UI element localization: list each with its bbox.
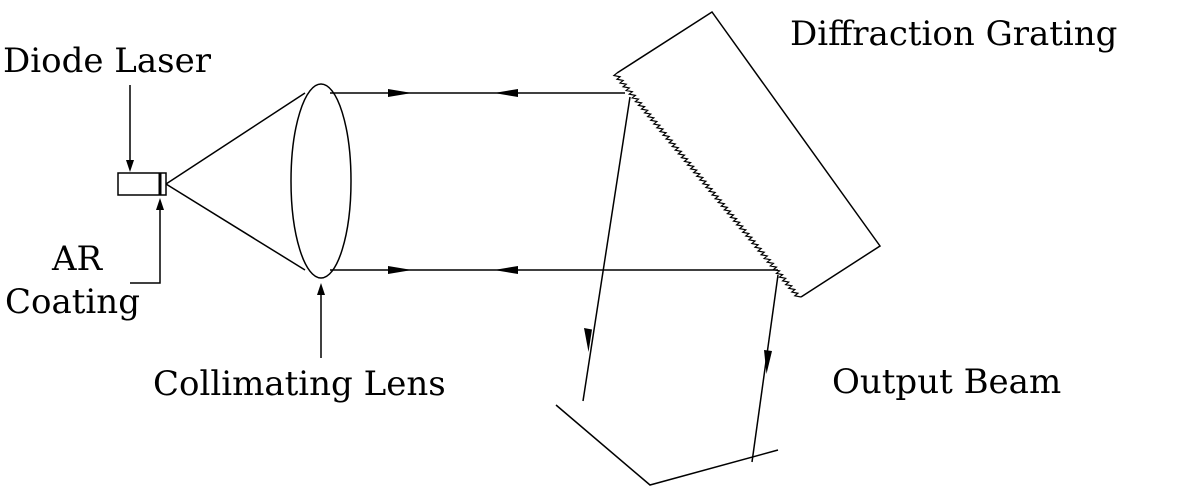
diverging-beam-lower [165, 183, 306, 271]
beam-arrow-forward-upper [388, 89, 412, 97]
collimating-lens [290, 83, 352, 279]
label-collimating-lens: Collimating Lens [153, 364, 446, 404]
label-output-beam: Output Beam [832, 362, 1061, 402]
ar-coating-pointer-head [156, 198, 164, 210]
output-mirror [555, 404, 779, 486]
output-beam-left [582, 96, 631, 402]
diverging-beam-upper [165, 92, 306, 185]
beam-arrow-backward-lower [494, 266, 518, 274]
beam-arrow-forward-lower [388, 266, 412, 274]
collimating-lens-pointer-head [317, 283, 325, 295]
label-ar-coating-line2: Coating [5, 282, 140, 322]
diode-laser-pointer-head [126, 160, 134, 172]
output-beam-left-arrow [584, 328, 592, 352]
label-diffraction-grating: Diffraction Grating [790, 14, 1117, 54]
output-beam-right-arrow [764, 350, 772, 374]
beam-arrow-backward-upper [494, 89, 518, 97]
ar-coating-pointer [130, 205, 161, 284]
output-beam-right [751, 274, 779, 463]
diffraction-grating-surface [612, 72, 802, 298]
label-ar-coating-line1: AR [51, 239, 104, 279]
diffraction-grating-body [616, 10, 882, 298]
label-diode-laser: Diode Laser [3, 41, 212, 81]
